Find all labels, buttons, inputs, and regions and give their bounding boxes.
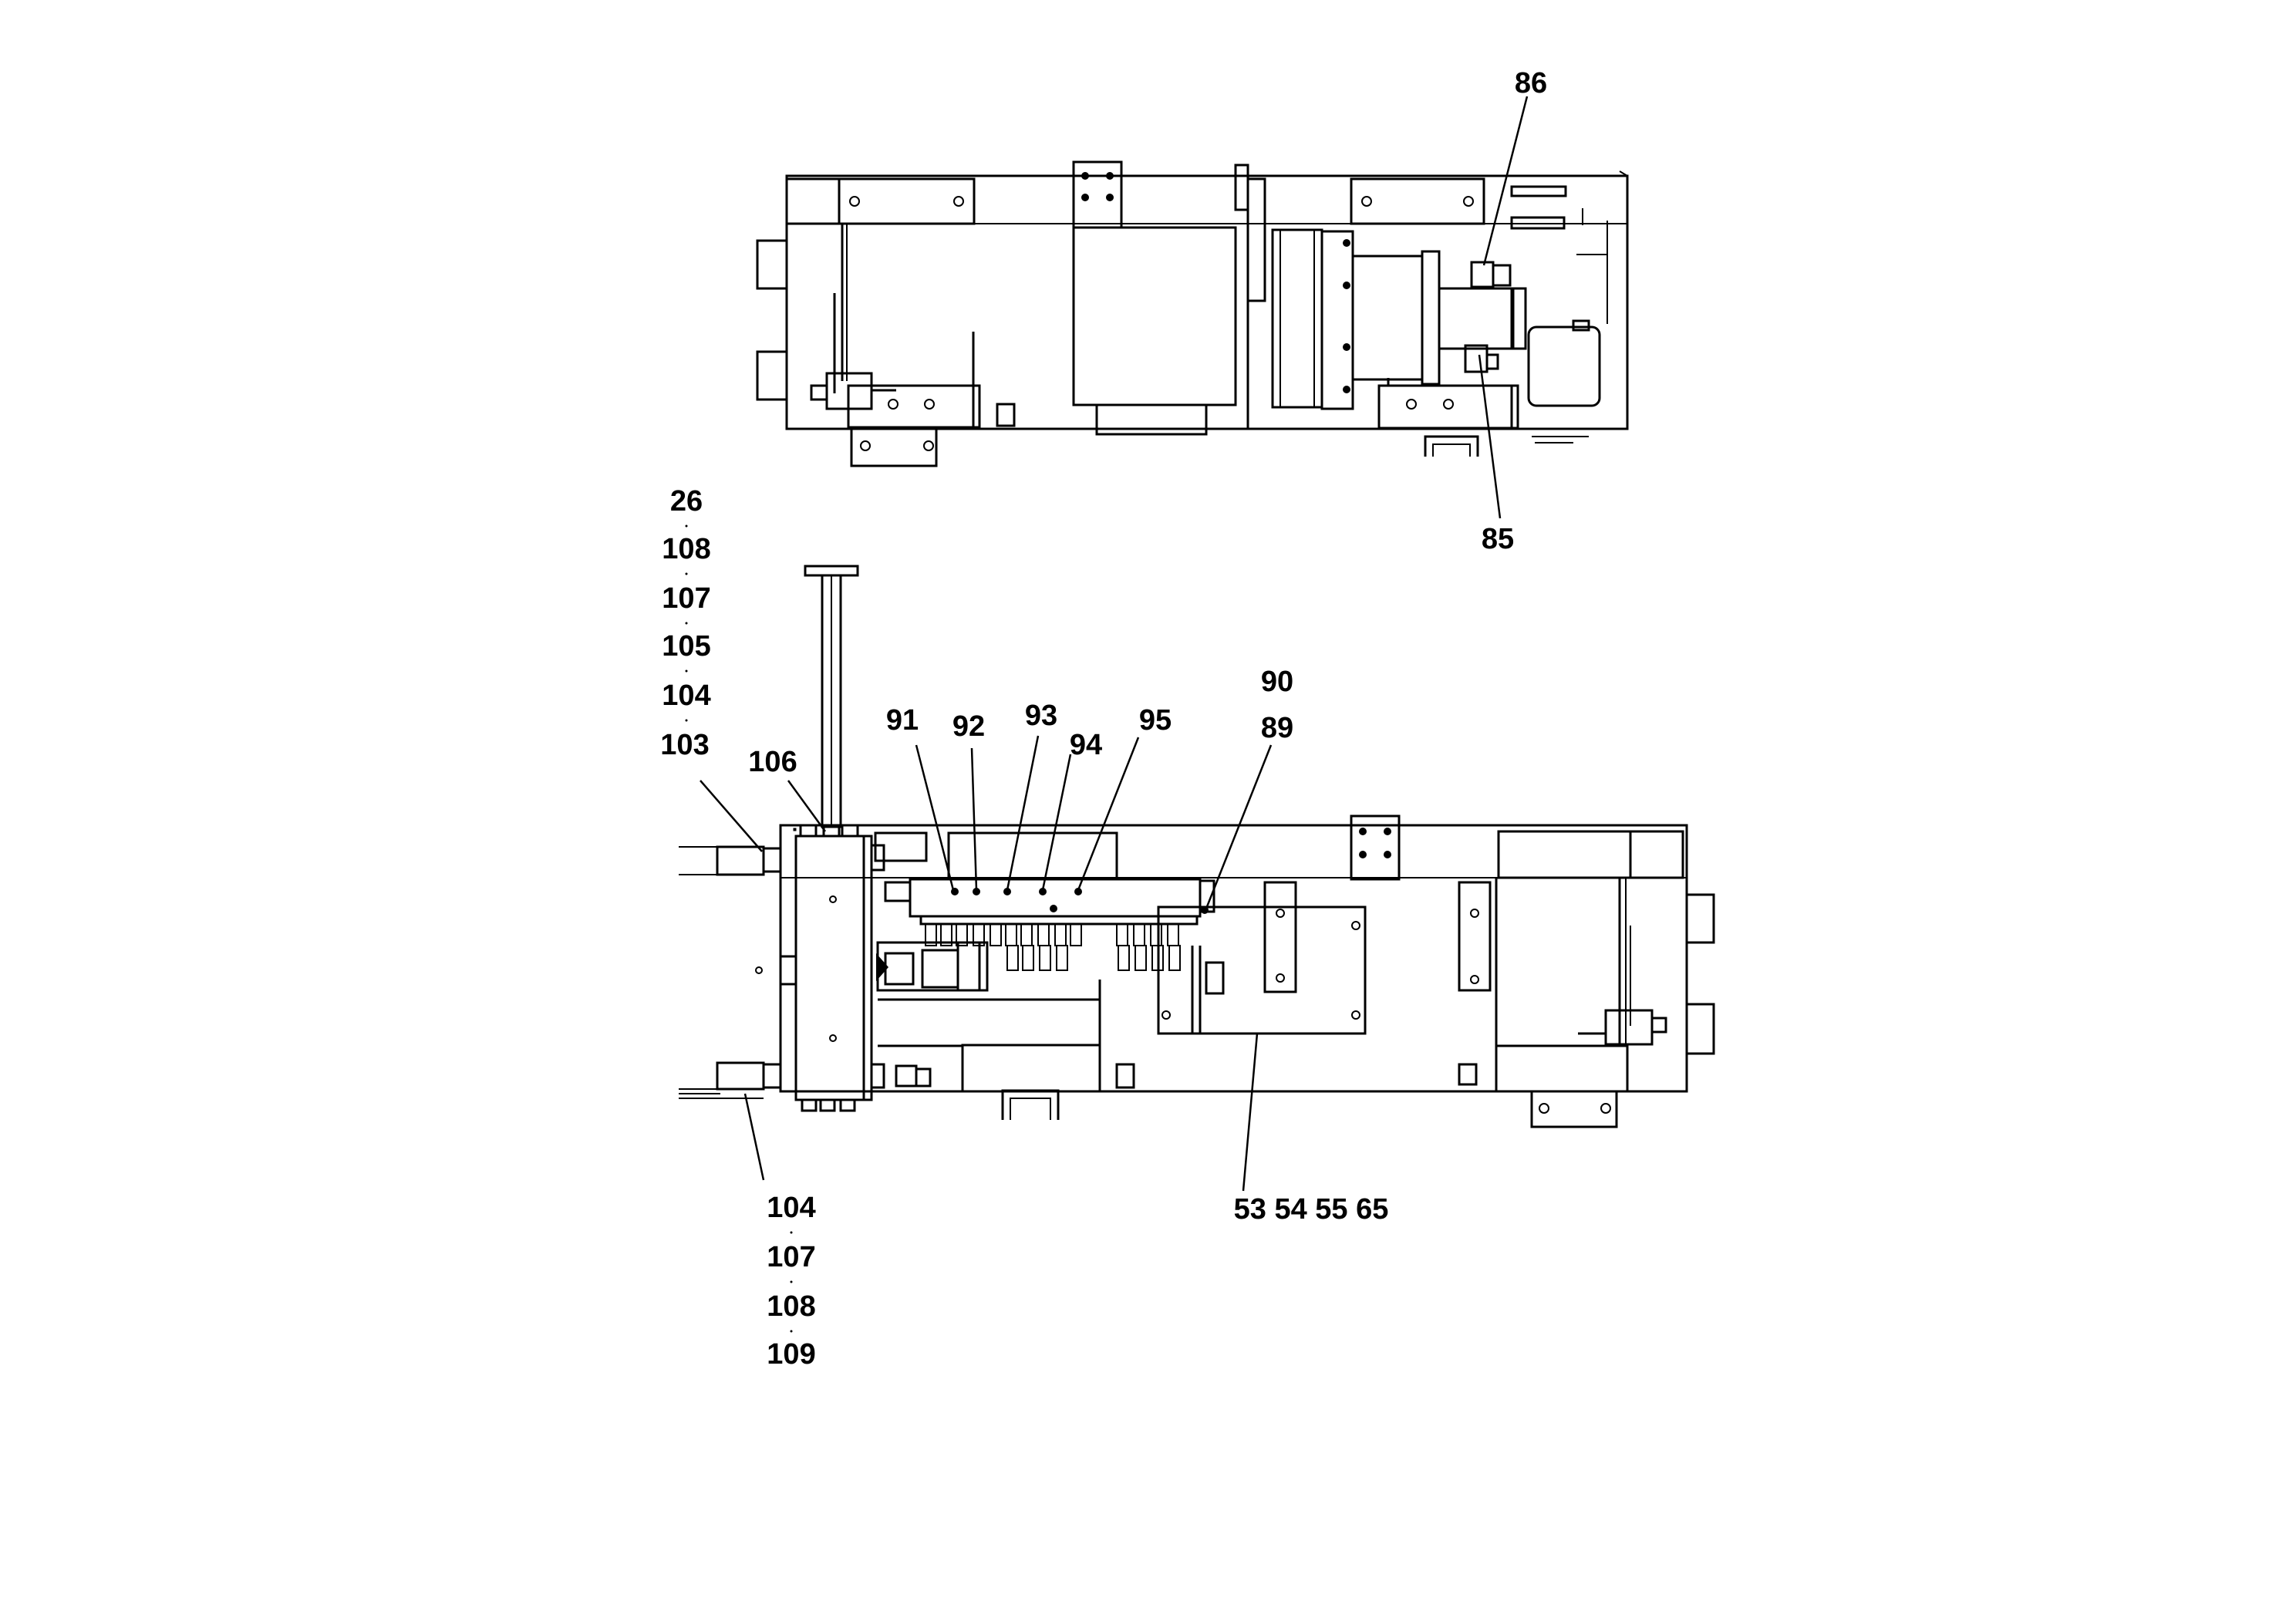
callout-109-bottom: 109: [767, 1338, 815, 1371]
callout-108: 108: [662, 533, 710, 565]
callout-104-bottom: 104: [767, 1192, 815, 1224]
callout-group-53-54-55-65: 53 54 55 65: [1234, 1193, 1389, 1226]
top-view-leaders: [1478, 96, 1529, 519]
valve-fittings: [925, 923, 1181, 971]
callout-95: 95: [1139, 704, 1172, 737]
callout-94: 94: [1070, 729, 1102, 761]
callout-26: 26: [670, 485, 703, 518]
callout-90: 90: [1261, 666, 1293, 698]
bottom-view-leaders: [700, 735, 1273, 1192]
callout-86: 86: [1515, 67, 1547, 99]
callout-89: 89: [1261, 712, 1293, 744]
callout-91: 91: [886, 704, 919, 737]
callout-108-bottom: 108: [767, 1290, 815, 1323]
callout-107: 107: [662, 582, 710, 615]
callout-105: 105: [662, 630, 710, 663]
top-view-frame-assembly: [756, 160, 1629, 467]
callout-106: 106: [748, 746, 797, 778]
callout-85: 85: [1482, 523, 1514, 555]
callout-93: 93: [1025, 700, 1057, 732]
callout-103: 103: [660, 729, 709, 761]
callout-92: 92: [952, 710, 985, 743]
callout-107-bottom: 107: [767, 1241, 815, 1273]
callout-104: 104: [662, 679, 710, 712]
bottom-view-frame-assembly: [679, 565, 1715, 1128]
stack-dots: [685, 524, 793, 1333]
